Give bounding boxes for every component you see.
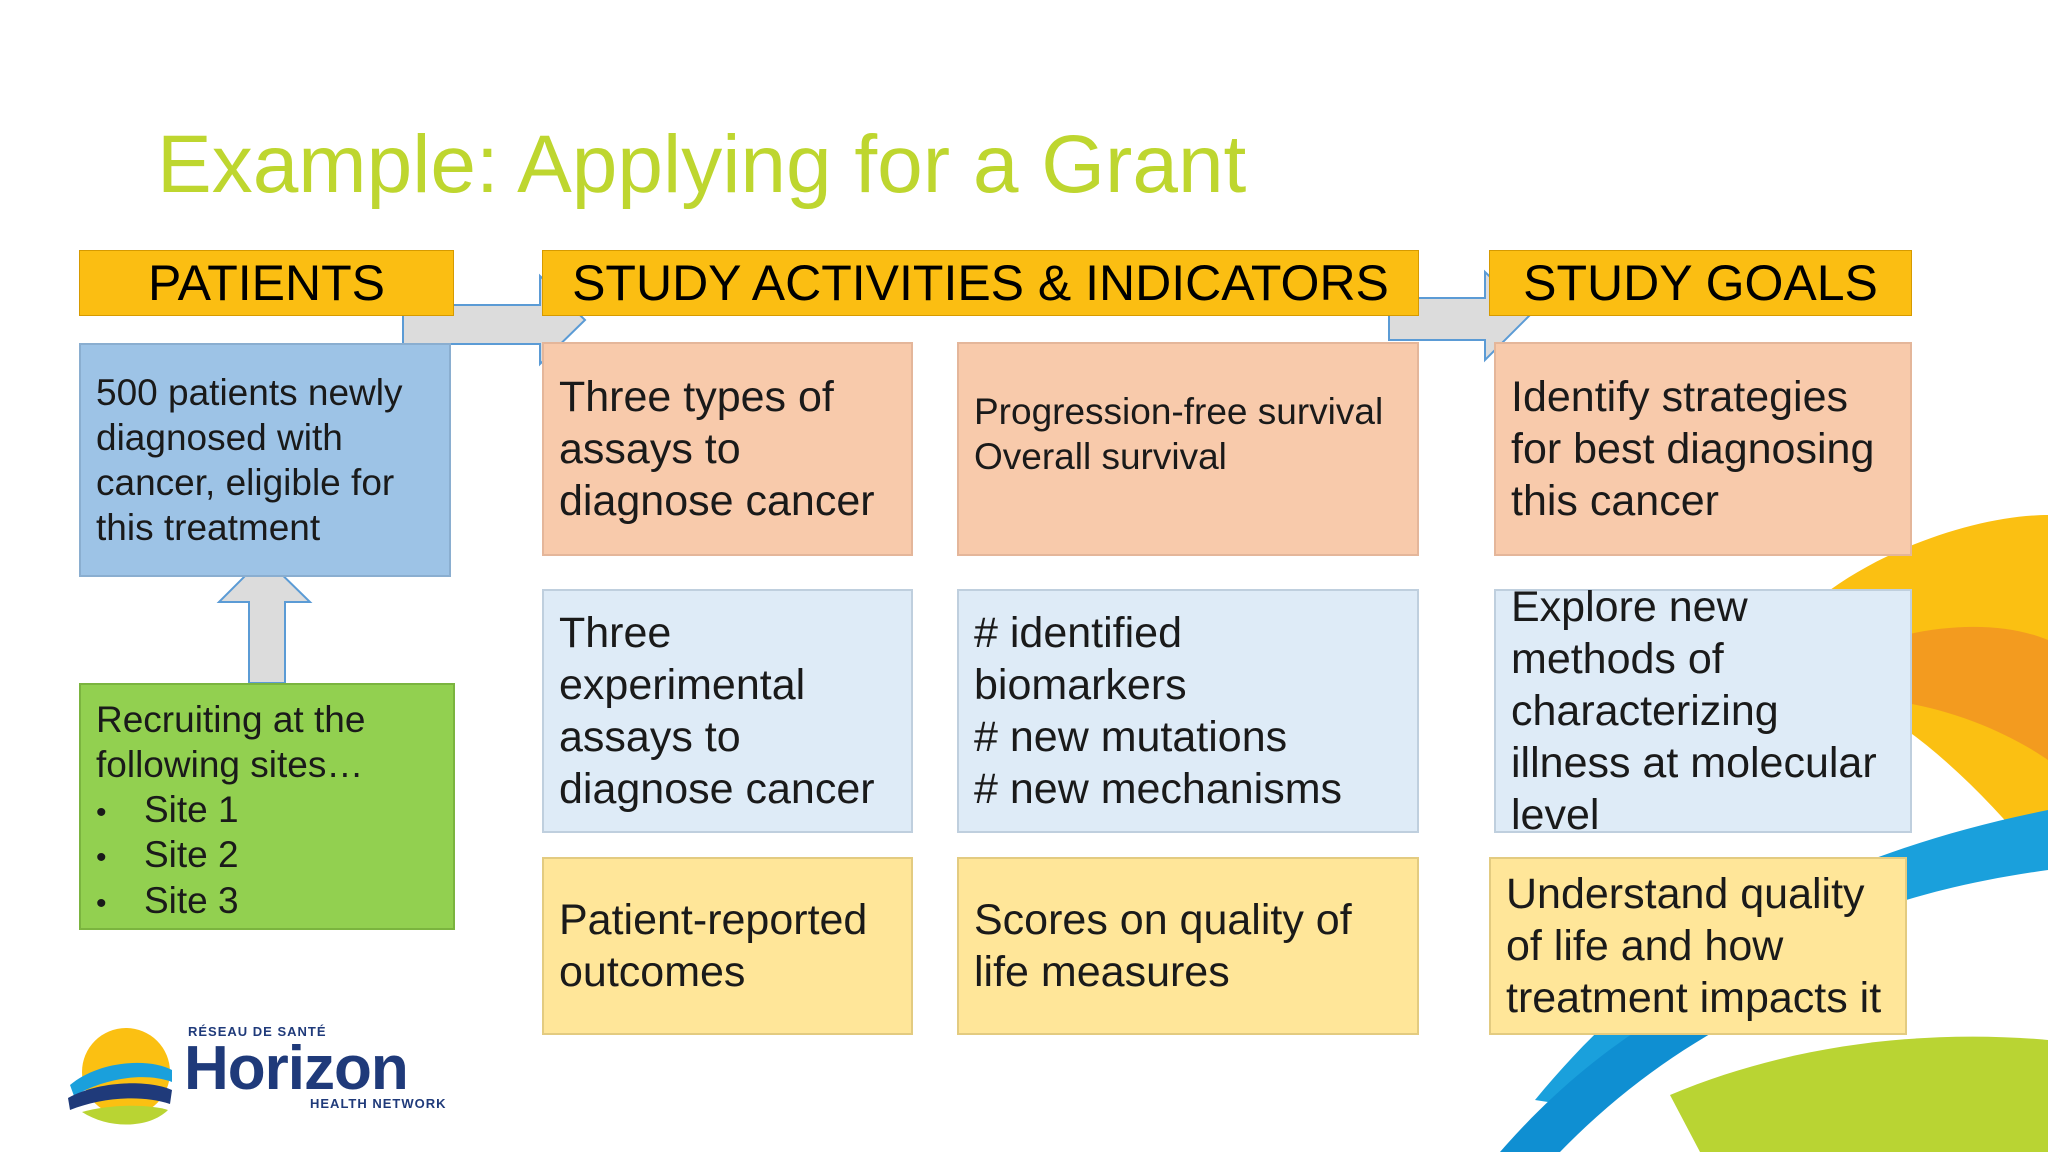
text-line: treatment impacts it [1506,974,1882,1023]
text-line: Scores on quality of [974,895,1352,944]
list-item: • Site 2 [96,832,438,877]
indicator-box-2: # identified biomarkers # new mutations … [957,589,1419,833]
goal-box-3: Understand quality of life and how treat… [1489,857,1907,1035]
text-line: Overall survival [974,436,1227,477]
bullet: • [96,841,107,875]
indicator-box-3: Scores on quality of life measures [957,857,1419,1035]
logo-top-text: RÉSEAU DE SANTÉ [188,1024,327,1039]
text-line: Recruiting at the [96,699,366,740]
text-line: level [1511,791,1600,840]
indicator-box-1: Progression-free survival Overall surviv… [957,342,1419,556]
text-line: for best diagnosing [1511,424,1875,473]
activity-box-1: Three types of assays to diagnose cancer [542,342,913,556]
recruiting-sites-box: Recruiting at the following sites… • Site… [79,683,455,930]
activity-box-3: Patient-reported outcomes [542,857,913,1035]
green-swoosh [1670,1036,2048,1152]
text-line: outcomes [559,948,746,996]
text-line: Three types of [559,372,834,421]
goal-box-1: Identify strategies for best diagnosing … [1494,342,1912,556]
text-line: Three [559,608,672,657]
text-line: characterizing [1511,687,1779,735]
text-line: Identify strategies [1511,372,1849,421]
site-label: Site 2 [144,834,239,876]
site-label: Site 3 [144,879,239,921]
text-line: this treatment [96,507,321,549]
text-line: # new mechanisms [974,765,1343,814]
text-line: methods of [1511,634,1724,683]
horizon-logo-emblem [68,1028,172,1125]
text-line: this cancer [1511,477,1719,525]
slide-title: Example: Applying for a Grant [157,119,1247,210]
patients-description-box: 500 patients newly diagnosed with cancer… [79,343,451,577]
text-line: diagnose cancer [559,477,875,525]
text-line: Patient-reported [559,895,868,944]
logo-bottom-text: HEALTH NETWORK [310,1096,447,1111]
text-line: diagnose cancer [559,765,875,814]
text-line: diagnosed with [96,416,343,458]
text-line: 500 patients newly [96,371,403,413]
logo-main-text: Horizon [184,1034,409,1103]
sites-list: • Site 1 • Site 2 • Site 3 [96,787,438,922]
arrow-recruiting-to-patients [216,555,313,684]
text-line: Progression-free survival [974,390,1384,432]
text-line: Understand quality [1506,869,1865,918]
text-line: cancer, eligible for [96,462,395,503]
text-line: illness at molecular [1511,739,1877,788]
text-line: experimental [559,660,806,709]
text-line: assays to [559,713,741,761]
bullet: • [96,886,107,920]
text-line: Explore new [1511,582,1748,631]
list-item: • Site 3 [96,878,438,923]
text-line: of life and how [1506,922,1784,970]
site-label: Site 1 [144,789,239,831]
text-line: following sites… [96,744,364,786]
list-item: • Site 1 [96,787,438,832]
bullet: • [96,796,107,830]
header-goals: STUDY GOALS [1489,250,1912,316]
header-patients: PATIENTS [79,250,454,316]
text-line: # identified biomarkers [974,608,1187,709]
text-line: assays to [559,424,741,473]
activity-box-2: Three experimental assays to diagnose ca… [542,589,913,833]
header-activities: STUDY ACTIVITIES & INDICATORS [542,250,1419,316]
text-line: # new mutations [974,713,1288,761]
goal-box-2: Explore new methods of characterizing il… [1494,583,1912,839]
text-line: life measures [974,948,1230,996]
